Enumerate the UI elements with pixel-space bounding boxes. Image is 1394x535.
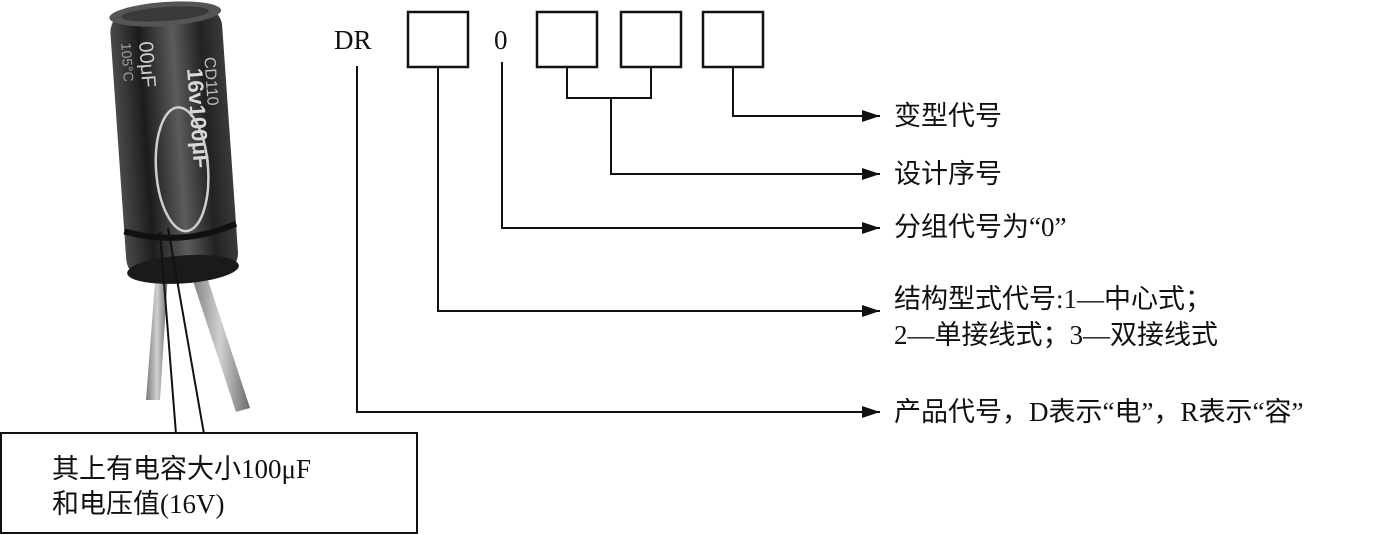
leader-lines [159,62,880,435]
capacitor-print-series: CD110 [200,56,220,106]
code-box-design-1 [535,10,599,69]
callout-line-2 [167,227,205,435]
leader-structure [437,67,880,317]
code-box-structure [406,10,470,69]
label-product: 产品代号，D表示“电”，R表示“容” [894,397,1304,427]
label-variant: 变型代号 [894,101,1002,131]
capacitor-crimp [123,220,238,241]
leader-design-bracket [566,67,652,99]
capacitor-print-ring [154,106,210,233]
label-design-seq: 设计序号 [894,159,1002,189]
label-structure-line2: 2—单接线式；3—双接线式 [894,320,1218,350]
code-prefix: DR [334,25,372,55]
label-structure-line1: 结构型式代号:1—中心式； [894,284,1213,314]
code-box-design-2 [619,10,683,69]
capacitor-print-temp: 105°C [118,42,137,82]
leader-group [501,62,880,234]
caption-line2: 和电压值(16V) [52,489,225,519]
capacitor-lead-left [146,270,168,400]
callout-line-1 [159,231,177,435]
leader-product [356,66,880,418]
caption-line1: 其上有电容大小100μF [52,454,311,484]
capacitor-lead-right [190,268,250,412]
capacitor-image: 16v100μF 00μF CD110 105°C [109,1,250,412]
capacitor-print-value: 00μF [134,41,159,88]
code-boxes [406,10,765,69]
leader-design [610,98,880,180]
caption-box: 其上有电容大小100μF 和电压值(16V) [0,432,418,534]
capacitor-body [110,5,238,280]
code-group-digit: 0 [494,25,508,55]
code-box-variant [701,10,765,69]
label-group: 分组代号为“0” [894,212,1067,242]
leader-variant [732,67,880,122]
